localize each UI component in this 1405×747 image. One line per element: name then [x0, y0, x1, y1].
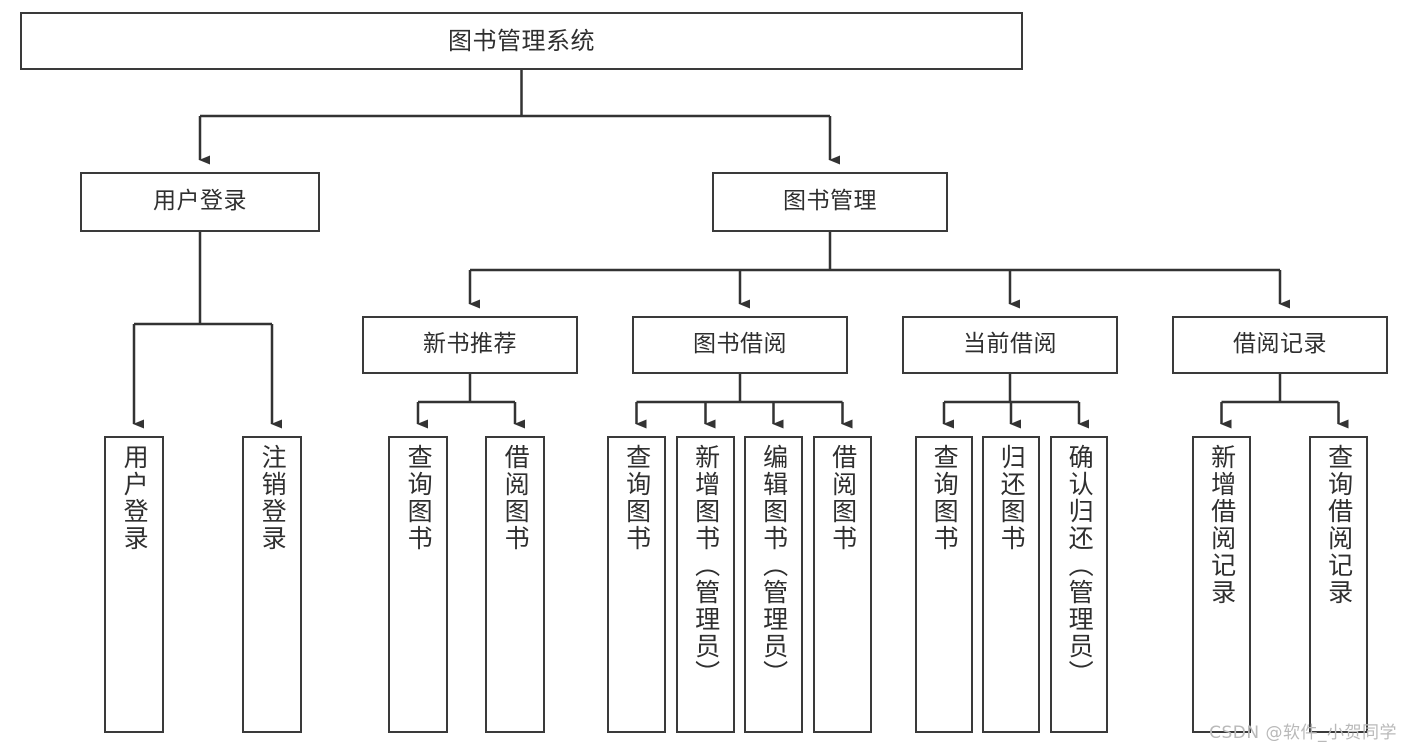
leaf-node-query-book-recommendation[interactable]: 查询图书: [388, 436, 448, 733]
node-label: 用户登录: [120, 444, 150, 552]
node-label: 注销登录: [258, 444, 288, 552]
node-label: 编辑图书（管理员）: [759, 444, 789, 687]
leaf-node-query-book-current[interactable]: 查询图书: [915, 436, 973, 733]
leaf-node-borrow-book-recommendation[interactable]: 借阅图书: [485, 436, 545, 733]
node-label: 当前借阅: [963, 331, 1057, 358]
node-label: 查询借阅记录: [1324, 444, 1354, 606]
leaf-node-query-borrowing-record[interactable]: 查询借阅记录: [1309, 436, 1368, 733]
node-label: 借阅图书: [501, 444, 531, 552]
leaf-node-logout[interactable]: 注销登录: [242, 436, 302, 733]
node-label: 归还图书: [997, 444, 1027, 552]
leaf-node-add-borrowing-record[interactable]: 新增借阅记录: [1192, 436, 1251, 733]
leaf-node-edit-book-admin[interactable]: 编辑图书（管理员）: [744, 436, 803, 733]
node-label: 查询图书: [622, 444, 652, 552]
leaf-node-query-book-borrowing[interactable]: 查询图书: [607, 436, 666, 733]
leaf-node-return-book[interactable]: 归还图书: [982, 436, 1040, 733]
node-new-book-recommendation[interactable]: 新书推荐: [362, 316, 578, 374]
node-label: 查询图书: [404, 444, 434, 552]
leaf-node-confirm-return-admin[interactable]: 确认归还（管理员）: [1050, 436, 1108, 733]
node-label: 图书管理: [783, 188, 877, 215]
node-current-borrowing[interactable]: 当前借阅: [902, 316, 1118, 374]
leaf-node-add-book-admin[interactable]: 新增图书（管理员）: [676, 436, 735, 733]
node-label: 借阅图书: [828, 444, 858, 552]
node-label: 新书推荐: [423, 331, 517, 358]
node-book-management[interactable]: 图书管理: [712, 172, 948, 232]
node-label: 查询图书: [930, 444, 960, 552]
node-root-book-management-system[interactable]: 图书管理系统: [20, 12, 1023, 70]
node-label: 确认归还（管理员）: [1065, 444, 1095, 687]
node-label: 图书管理系统: [448, 26, 595, 55]
node-book-borrowing[interactable]: 图书借阅: [632, 316, 848, 374]
leaf-node-user-login[interactable]: 用户登录: [104, 436, 164, 733]
watermark-text: CSDN @软件_小贺同学: [1209, 723, 1397, 743]
leaf-node-borrow-book-borrowing[interactable]: 借阅图书: [813, 436, 872, 733]
node-label: 新增借阅记录: [1207, 444, 1237, 606]
node-user-login[interactable]: 用户登录: [80, 172, 320, 232]
node-label: 图书借阅: [693, 331, 787, 358]
node-label: 借阅记录: [1233, 331, 1327, 358]
node-borrowing-record[interactable]: 借阅记录: [1172, 316, 1388, 374]
node-label: 用户登录: [153, 188, 247, 215]
node-label: 新增图书（管理员）: [691, 444, 721, 687]
